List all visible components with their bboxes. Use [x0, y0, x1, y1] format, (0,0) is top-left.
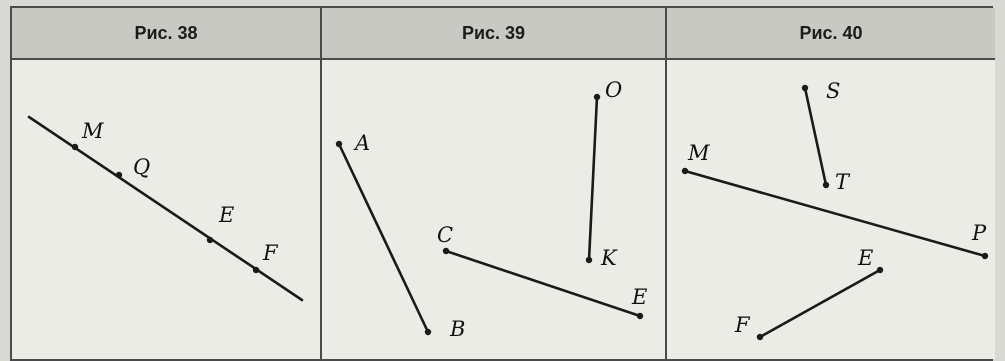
figures-table: Рис. 38 Рис. 39 Рис. 40 — [10, 6, 995, 361]
point-fig40-S — [801, 84, 809, 92]
point-fig39-E — [636, 312, 644, 320]
label-fig39-O: O — [605, 78, 622, 102]
header-fig-38: Рис. 38 — [12, 8, 322, 60]
label-fig39-A: A — [353, 131, 370, 155]
header-fig-40: Рис. 40 — [667, 8, 995, 60]
panel-fig-39 — [322, 60, 667, 359]
label-fig38-Q: Q — [133, 155, 150, 179]
segment-fig40-0 — [803, 86, 828, 187]
segment-fig39-0 — [337, 142, 430, 334]
label-fig39-C: C — [437, 223, 453, 247]
label-fig39-B: B — [449, 317, 465, 341]
point-fig39-B — [424, 328, 432, 336]
point-fig40-P — [981, 252, 989, 260]
point-fig38-Q — [115, 171, 123, 179]
label-fig39-K: K — [600, 246, 618, 270]
point-fig40-F — [756, 333, 764, 341]
point-fig40-M — [681, 167, 689, 175]
segment-fig40-2 — [758, 268, 882, 339]
label-fig40-M: M — [687, 141, 710, 165]
point-fig40-E — [876, 266, 884, 274]
label-fig38-E: E — [218, 203, 234, 227]
segment-fig40-1 — [683, 169, 987, 258]
point-fig38-F — [252, 266, 260, 274]
point-fig38-E — [206, 236, 214, 244]
point-fig39-C — [442, 247, 450, 255]
point-fig39-O — [593, 93, 601, 101]
label-fig38-M: M — [81, 119, 104, 143]
segment-fig39-1 — [587, 95, 599, 262]
label-fig40-F: F — [734, 313, 751, 337]
label-fig40-P: P — [971, 221, 987, 245]
label-fig38-F: F — [262, 241, 279, 265]
point-fig38-M — [71, 143, 79, 151]
label-fig40-T: T — [835, 170, 851, 194]
panel-fig-40 — [667, 60, 995, 359]
segment-fig39-2 — [444, 249, 642, 318]
label-fig39-E: E — [631, 285, 647, 309]
point-fig39-K — [585, 256, 593, 264]
segment-fig38-0 — [27, 115, 304, 302]
label-fig40-E: E — [857, 246, 873, 270]
label-fig40-S: S — [826, 79, 840, 103]
header-fig-39: Рис. 39 — [322, 8, 667, 60]
point-fig39-A — [335, 140, 343, 148]
point-fig40-T — [822, 181, 830, 189]
